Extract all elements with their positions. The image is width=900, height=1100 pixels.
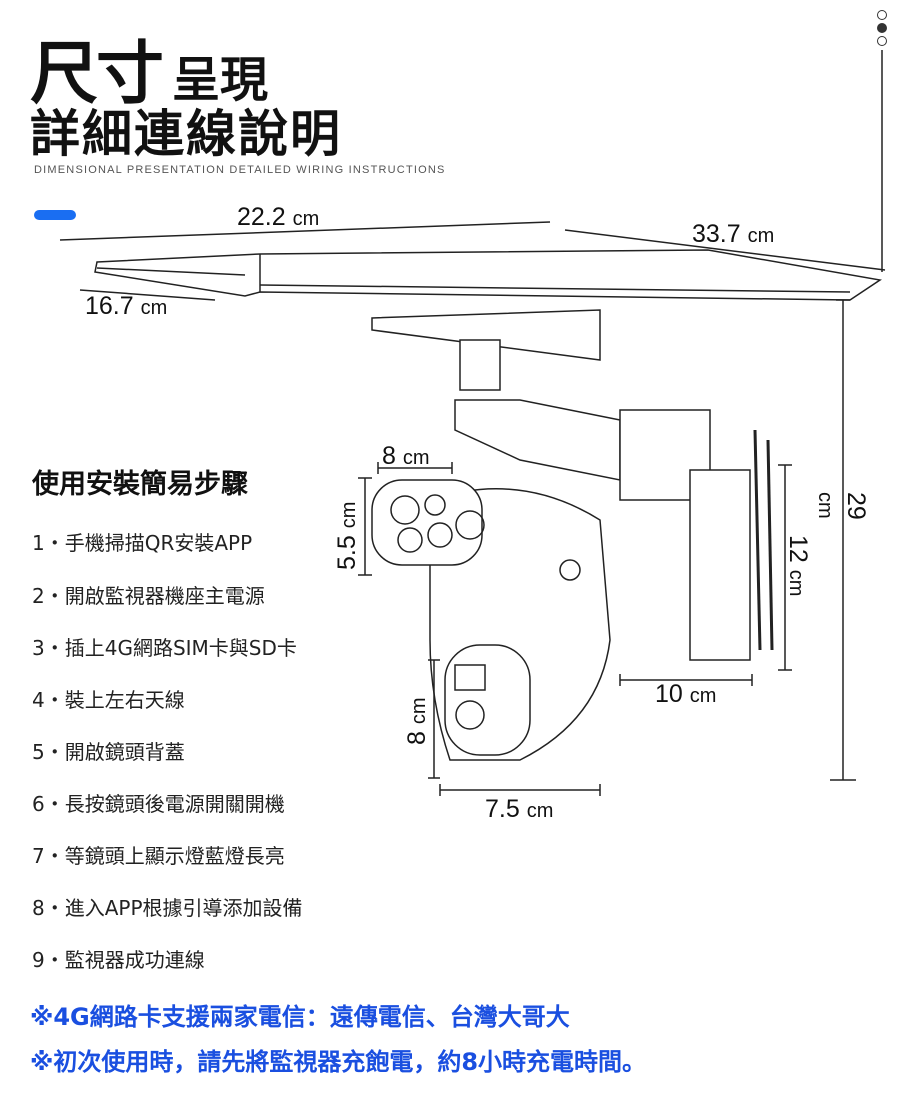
step-item: 9・監視器成功連線 — [32, 948, 205, 972]
dim-unit: cm — [140, 297, 168, 319]
dim-battery-height: 12 cm — [783, 535, 812, 596]
dim-unit: cm — [292, 208, 320, 230]
page-dot — [877, 10, 887, 20]
dim-line — [59, 221, 551, 241]
note-charging: ※初次使用時，請先將監視器充飽電，約8小時充電時間。 — [30, 1048, 647, 1076]
dim-value: 10 — [655, 680, 683, 708]
step-item: 3・插上4G網路SIM卡與SD卡 — [32, 636, 297, 660]
dim-unit: cm — [338, 501, 360, 529]
dim-total-height: 29 cm — [812, 492, 870, 522]
dim-top-lens-width: 8 cm — [382, 442, 430, 471]
title-secondary: 呈現 — [172, 52, 269, 108]
subtitle: DIMENSIONAL PRESENTATION DETAILED WIRING… — [34, 164, 446, 176]
page-dot-active — [877, 23, 887, 33]
steps-title: 使用安裝簡易步驟 — [32, 469, 248, 500]
step-item: 2・開啟監視器機座主電源 — [32, 584, 265, 608]
dim-value: 22.2 — [237, 203, 286, 231]
dim-value: 33.7 — [692, 220, 741, 248]
dim-value: 7.5 — [485, 795, 520, 823]
dim-panel-width: 22.2 cm — [237, 203, 319, 232]
dim-value: 16.7 — [85, 292, 134, 320]
title-main: 尺寸 — [30, 35, 164, 114]
dim-unit: cm — [526, 800, 554, 822]
page-dot — [877, 36, 887, 46]
dim-bottom-lens-width: 7.5 cm — [485, 795, 553, 824]
dim-unit: cm — [408, 697, 430, 725]
step-item: 7・等鏡頭上顯示燈藍燈長亮 — [32, 844, 285, 868]
dim-unit: cm — [785, 569, 807, 597]
dim-line — [79, 289, 216, 301]
dim-panel-depth: 33.7 cm — [692, 220, 774, 249]
step-item: 1・手機掃描QR安裝APP — [32, 531, 253, 555]
step-item: 4・裝上左右天線 — [32, 688, 185, 712]
dim-value: 5.5 — [333, 535, 361, 570]
dim-unit: cm — [814, 492, 836, 519]
page-indicator — [875, 10, 889, 49]
dim-unit: cm — [402, 447, 430, 469]
dim-top-lens-height: 5.5 cm — [333, 502, 362, 570]
dim-unit: cm — [689, 685, 717, 707]
dim-line — [564, 229, 886, 271]
step-item: 5・開啟鏡頭背蓋 — [32, 740, 185, 764]
dim-bottom-lens-height: 8 cm — [403, 697, 432, 745]
step-item: 8・進入APP根據引導添加設備 — [32, 896, 303, 920]
solar-panel — [94, 249, 882, 301]
dim-value: 8 — [403, 731, 431, 745]
dim-value: 8 — [382, 442, 396, 470]
dim-value: 12 — [784, 535, 812, 563]
dim-value: 29 — [842, 492, 870, 520]
accent-bar — [34, 210, 76, 220]
step-item: 6・長按鏡頭後電源開關開機 — [32, 792, 285, 816]
dim-panel-side: 16.7 cm — [85, 292, 167, 321]
dim-unit: cm — [747, 225, 775, 247]
dim-battery-width: 10 cm — [655, 680, 716, 709]
title-line-2: 詳細連線說明 — [30, 105, 342, 163]
note-carrier-support: ※4G網路卡支援兩家電信：遠傳電信、台灣大哥大 — [30, 1003, 570, 1031]
